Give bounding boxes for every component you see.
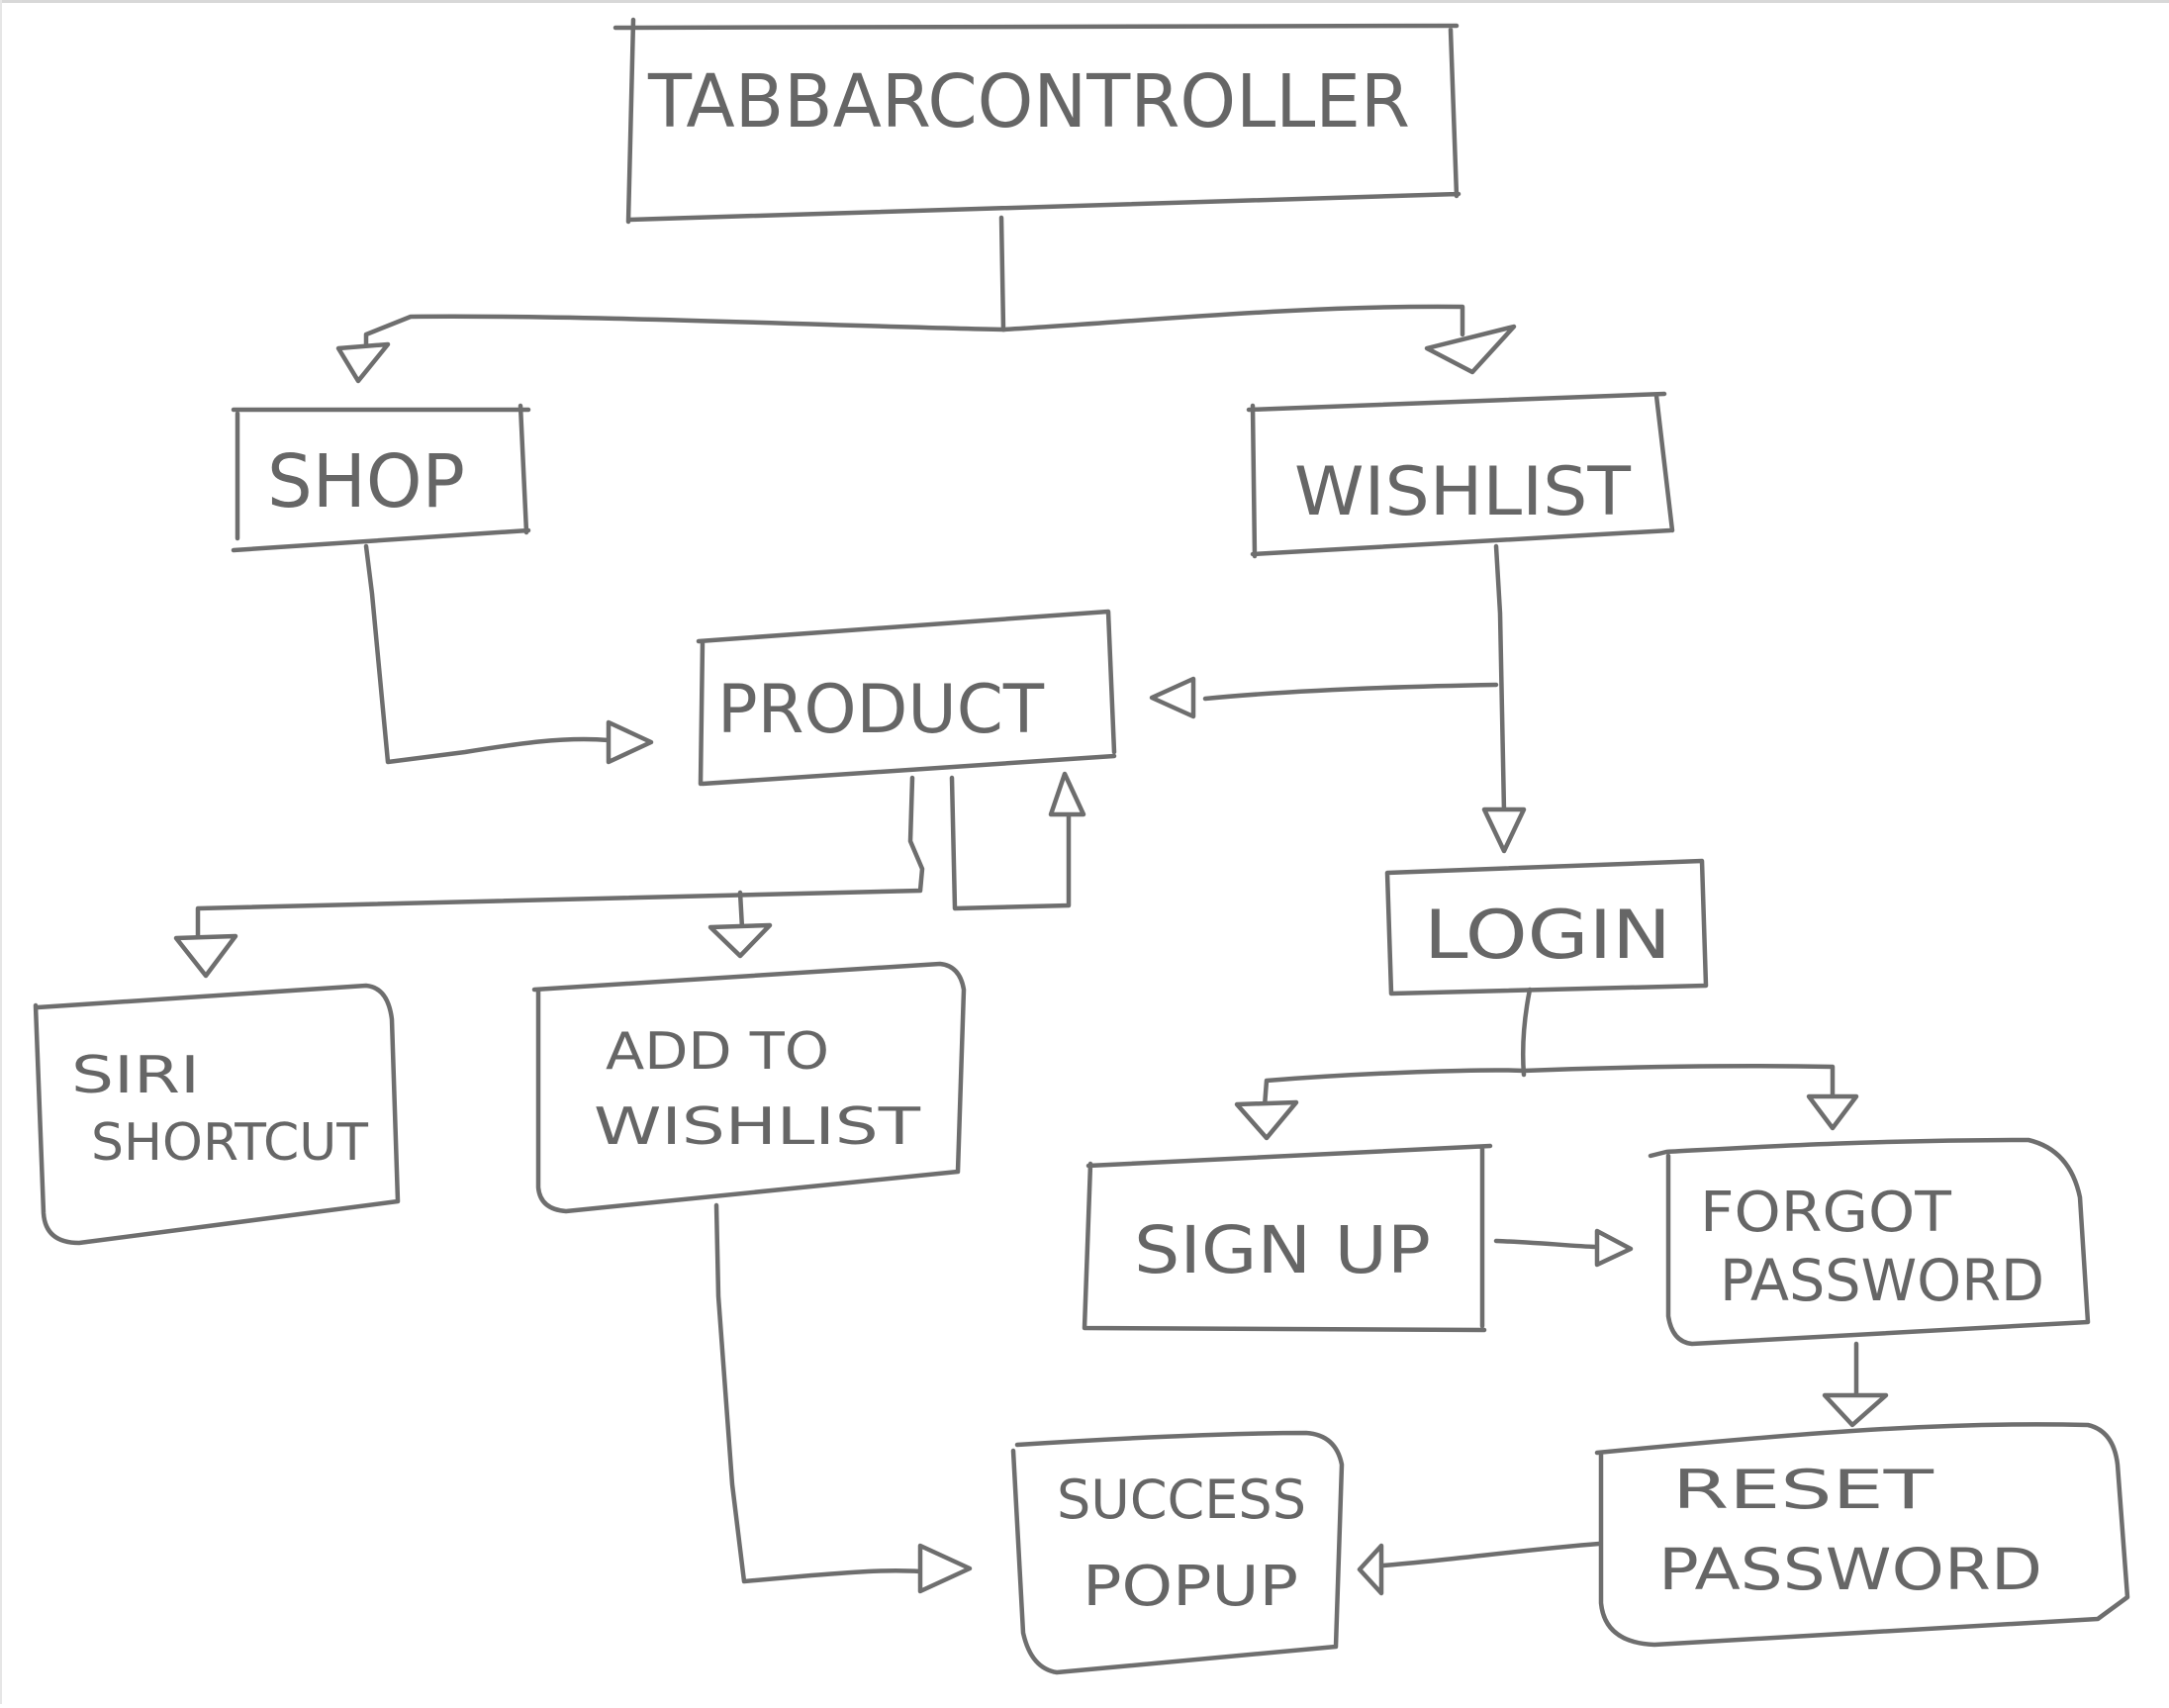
node-reset-password-line2: PASSWORD bbox=[1658, 1536, 2042, 1603]
node-wishlist-label: WISHLIST bbox=[1294, 453, 1631, 531]
arrowhead-to-reset bbox=[1822, 1392, 1889, 1428]
node-forgot-password-line1: FORGOT bbox=[1700, 1181, 1952, 1245]
node-product-label: PRODUCT bbox=[717, 671, 1044, 749]
node-forgot-password: FORGOT PASSWORD bbox=[1648, 1137, 2091, 1347]
node-product: PRODUCT bbox=[696, 609, 1117, 787]
node-siri-shortcut-line2: SHORTCUT bbox=[91, 1113, 368, 1173]
connector-tabbar-to-wishlist bbox=[1000, 304, 1465, 337]
connector-product-loop bbox=[949, 775, 1072, 911]
node-add-to-wishlist: ADD TO WISHLIST bbox=[531, 961, 967, 1214]
connector-signup-to-forgot bbox=[1493, 1238, 1600, 1250]
arrowhead-to-login bbox=[1481, 807, 1527, 854]
connector-login-split bbox=[1262, 1063, 1836, 1109]
node-wishlist: WISHLIST bbox=[1246, 391, 1675, 559]
connector-product-to-add-wishlist bbox=[737, 890, 745, 931]
arrowhead-to-product-right bbox=[1149, 676, 1196, 719]
arrowhead-product-loop bbox=[1048, 771, 1086, 817]
connector-add-wishlist-to-success bbox=[713, 1202, 923, 1584]
top-border bbox=[0, 0, 2169, 3]
arrowhead-to-shop bbox=[335, 341, 391, 384]
node-login: LOGIN bbox=[1384, 858, 1709, 996]
arrowhead-to-success-right bbox=[1357, 1543, 1384, 1596]
connector-shop-to-product bbox=[363, 543, 612, 765]
connector-tabbar-to-shop bbox=[363, 314, 1006, 354]
node-reset-password: RESET PASSWORD bbox=[1594, 1422, 2130, 1648]
arrowhead-to-wishlist bbox=[1424, 324, 1517, 375]
connector-wishlist-to-login bbox=[1493, 543, 1507, 814]
node-success-popup: SUCCESS POPUP bbox=[1010, 1430, 1345, 1675]
arrowhead-to-signup bbox=[1234, 1099, 1299, 1141]
connector-tabbar-trunk bbox=[998, 215, 1006, 332]
node-add-to-wishlist-line2: WISHLIST bbox=[594, 1097, 920, 1157]
node-siri-shortcut-line1: SIRI bbox=[71, 1046, 200, 1105]
connector-reset-to-success bbox=[1380, 1541, 1602, 1568]
node-sign-up-label: SIGN UP bbox=[1134, 1212, 1431, 1288]
connector-login-trunk bbox=[1521, 987, 1533, 1078]
connector-wishlist-to-product bbox=[1202, 682, 1499, 702]
arrowhead-to-forgot-left bbox=[1594, 1228, 1634, 1268]
connector-product-split bbox=[195, 775, 925, 943]
arrowhead-to-success-left bbox=[917, 1543, 973, 1594]
node-shop: SHOP bbox=[231, 403, 531, 553]
node-add-to-wishlist-line1: ADD TO bbox=[606, 1022, 829, 1082]
left-border bbox=[0, 0, 2, 1704]
node-tabbar-controller: TABBARCONTROLLER bbox=[613, 17, 1462, 225]
node-shop-label: SHOP bbox=[267, 439, 465, 524]
arrowhead-to-product-left bbox=[606, 719, 654, 765]
node-login-label: LOGIN bbox=[1424, 897, 1671, 975]
node-siri-shortcut: SIRI SHORTCUT bbox=[33, 983, 401, 1246]
node-reset-password-line1: RESET bbox=[1672, 1459, 1935, 1521]
arrowhead-to-forgot bbox=[1806, 1093, 1859, 1131]
node-forgot-password-line2: PASSWORD bbox=[1720, 1247, 2044, 1314]
node-sign-up: SIGN UP bbox=[1082, 1143, 1493, 1333]
node-success-popup-line2: POPUP bbox=[1083, 1555, 1298, 1619]
arrowhead-to-siri bbox=[173, 933, 238, 979]
node-tabbar-controller-label: TABBARCONTROLLER bbox=[647, 59, 1410, 144]
node-success-popup-line1: SUCCESS bbox=[1057, 1469, 1306, 1531]
arrowhead-to-add-wishlist bbox=[707, 922, 773, 959]
